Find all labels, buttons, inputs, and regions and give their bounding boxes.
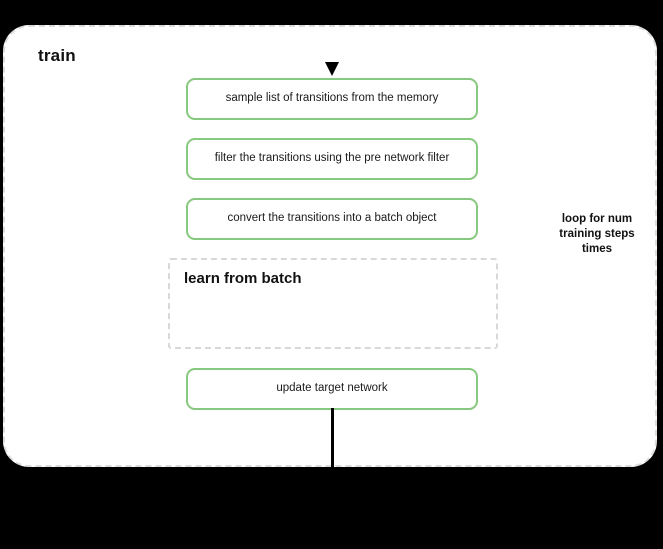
step-label: filter the transitions using the pre net… [214, 152, 450, 165]
loop-annotation-label: loop for num training steps times [559, 213, 635, 256]
subprocess-label: learn from batch [184, 270, 302, 287]
arrow-down-icon [325, 62, 339, 76]
step-label: convert the transitions into a batch obj… [227, 212, 437, 225]
step-node-filter-transitions[interactable]: filter the transitions using the pre net… [186, 138, 478, 180]
step-node-update-target-network[interactable]: update target network [186, 368, 478, 410]
exit-connector-line [331, 408, 334, 549]
step-label: update target network [276, 382, 388, 395]
train-block-title: train [38, 46, 76, 65]
step-node-sample-transitions[interactable]: sample list of transitions from the memo… [186, 78, 478, 120]
subprocess-node-learn-from-batch[interactable]: learn from batch [168, 258, 498, 349]
step-label: sample list of transitions from the memo… [225, 92, 439, 105]
step-node-convert-transitions[interactable]: convert the transitions into a batch obj… [186, 198, 478, 240]
